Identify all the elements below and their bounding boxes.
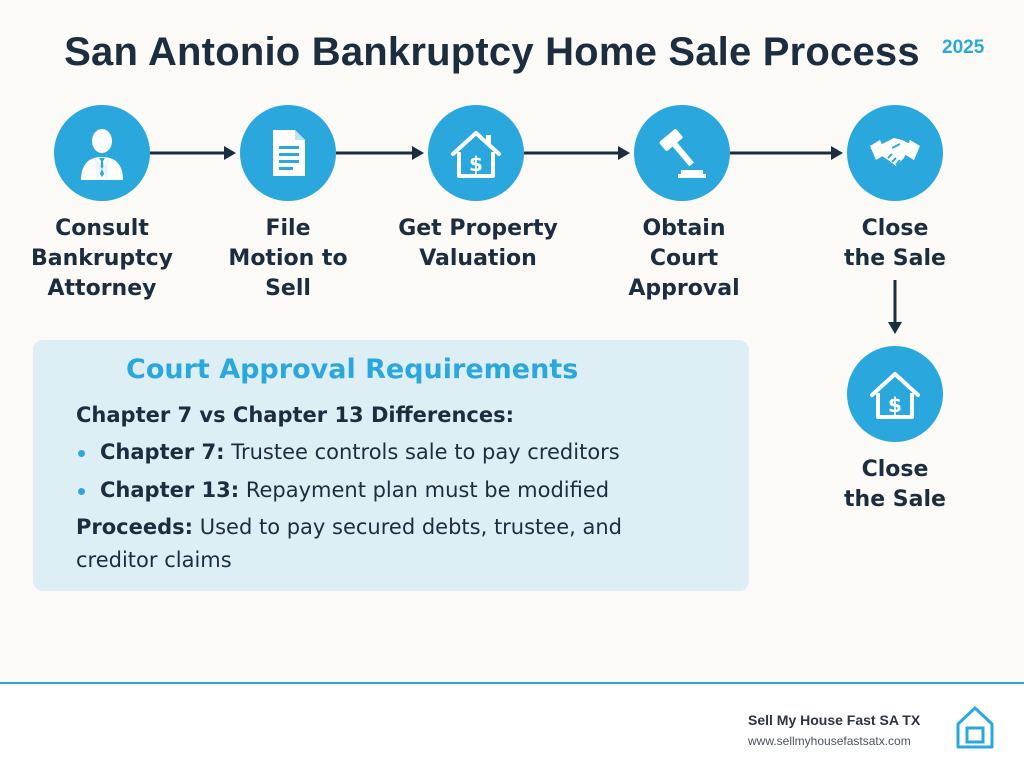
attorney-icon xyxy=(81,129,123,180)
arrow-right-icon xyxy=(524,146,630,160)
brand-url[interactable]: www.sellmyhousefastsatx.com xyxy=(748,734,911,748)
brand-name: Sell My House Fast SA TX xyxy=(748,712,921,728)
house-dollar-icon: $ xyxy=(451,131,501,178)
bullet-dot xyxy=(78,450,85,457)
arrow-down-icon xyxy=(888,280,902,334)
step-label-approval: Obtain Court Approval xyxy=(589,214,779,304)
handshake-icon xyxy=(870,138,920,166)
step-label-motion: File Motion to Sell xyxy=(193,214,383,304)
bullet-text: Repayment plan must be modified xyxy=(239,478,610,502)
bullet-chapter-13: Chapter 13: Repayment plan must be modif… xyxy=(100,478,609,502)
footer xyxy=(0,684,1024,769)
svg-text:$: $ xyxy=(469,152,483,176)
proceeds-line: Proceeds: Used to pay secured debts, tru… xyxy=(76,515,622,539)
step-label-line: Close the Sale xyxy=(844,216,946,271)
bullet-text: Trustee controls sale to pay creditors xyxy=(224,440,620,464)
footer-divider xyxy=(0,682,1024,684)
bullet-label: Chapter 7: xyxy=(100,440,225,464)
step-final-circle: $ xyxy=(847,346,943,442)
proceeds-line-2: creditor claims xyxy=(76,548,232,572)
step-close-circle xyxy=(847,105,943,201)
house-dollar-icon: $ xyxy=(870,372,920,419)
bullet-dot xyxy=(78,488,85,495)
step-label-final-close: Close the Sale xyxy=(800,455,990,515)
step-label-valuation: Get Property Valuation xyxy=(383,214,573,274)
panel-title: Court Approval Requirements xyxy=(126,354,579,385)
step-label-close: Close the Sale xyxy=(800,214,990,274)
proceeds-text: Used to pay secured debts, trustee, and xyxy=(193,515,622,539)
bullet-label: Chapter 13: xyxy=(100,478,240,502)
step-valuation-circle: $ xyxy=(428,105,524,201)
svg-text:$: $ xyxy=(888,393,902,417)
step-attorney-circle xyxy=(54,105,150,201)
arrow-right-icon xyxy=(336,146,424,160)
page-title: San Antonio Bankruptcy Home Sale Process xyxy=(64,30,920,74)
step-label-line: Obtain Court Approval xyxy=(628,216,740,301)
arrow-right-icon xyxy=(730,146,843,160)
step-motion-circle xyxy=(240,105,336,201)
house-outline-icon xyxy=(956,706,994,749)
year-badge: 2025 xyxy=(942,37,985,58)
step-label-line: Consult Bankruptcy Attorney xyxy=(30,216,174,301)
step-label-line: Get Property Valuation xyxy=(398,216,558,271)
step-label-line: Close the Sale xyxy=(844,457,946,512)
panel-subtitle: Chapter 7 vs Chapter 13 Differences: xyxy=(76,403,515,427)
step-label-line: File Motion to Sell xyxy=(228,216,348,301)
proceeds-label: Proceeds: xyxy=(76,515,194,539)
step-label-consult: Consult Bankruptcy Attorney xyxy=(7,214,197,304)
gavel-icon xyxy=(659,129,706,178)
step-approval-circle xyxy=(634,105,730,201)
arrow-right-icon xyxy=(150,146,236,160)
document-icon xyxy=(273,130,305,176)
requirements-panel xyxy=(33,340,749,591)
bullet-chapter-7: Chapter 7: Trustee controls sale to pay … xyxy=(100,440,620,464)
